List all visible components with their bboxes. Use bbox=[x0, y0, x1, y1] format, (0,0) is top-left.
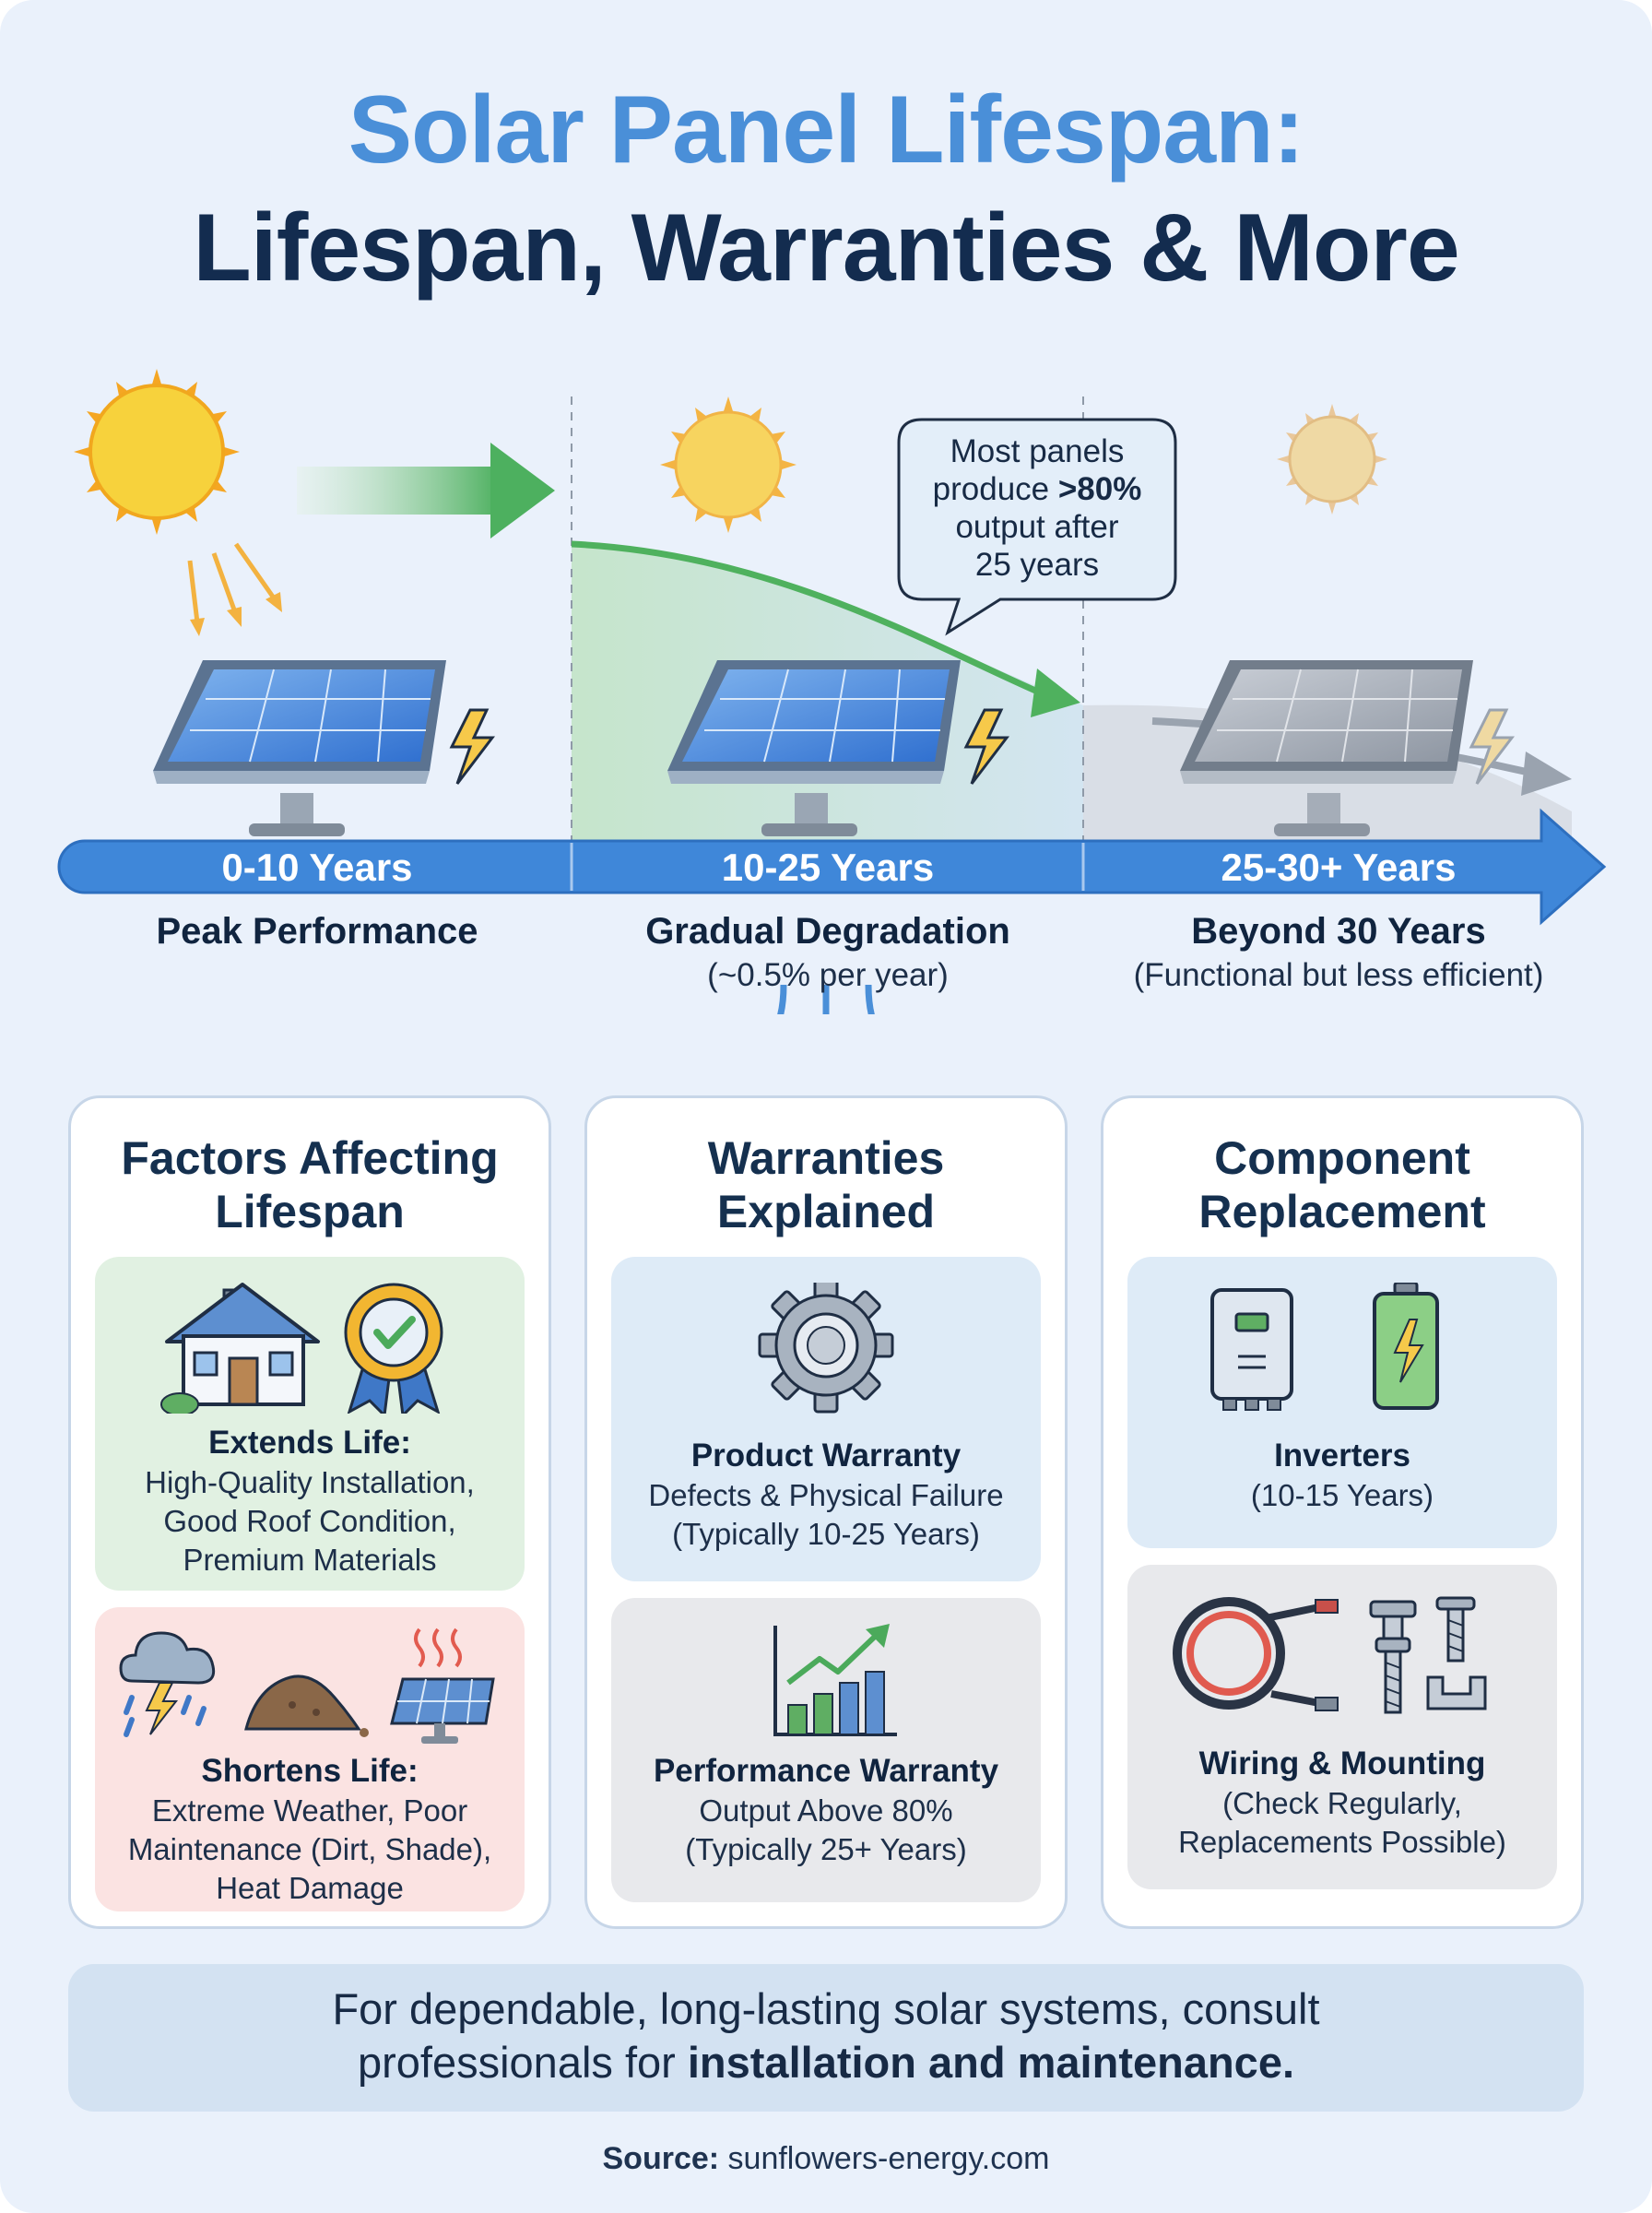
lightning-icon-faded bbox=[1469, 708, 1516, 785]
wiring-head: Wiring & Mounting bbox=[1198, 1746, 1486, 1781]
product-icons bbox=[758, 1283, 894, 1414]
shortens-life-text: Extreme Weather, Poor Maintenance (Dirt,… bbox=[127, 1793, 492, 1905]
shortens-life-box: Shortens Life: Extreme Weather, Poor Mai… bbox=[95, 1607, 525, 1911]
callout-line: 25 years bbox=[974, 547, 1100, 583]
solar-panel-peak bbox=[153, 660, 446, 836]
sun-icon-bright bbox=[74, 369, 240, 535]
callout-line: produce >80% bbox=[932, 471, 1142, 507]
extends-life-box: Extends Life: High-Quality Installation,… bbox=[95, 1257, 525, 1591]
stage-range-label: 10-25 Years bbox=[721, 846, 935, 889]
card-title: Factors Affecting Lifespan bbox=[121, 1132, 499, 1237]
stage-title: Beyond 30 Years bbox=[1191, 911, 1486, 952]
stage-title: Gradual Degradation bbox=[645, 911, 1010, 952]
inverters-text: (10-15 Years) bbox=[1250, 1478, 1434, 1512]
progress-arrowhead bbox=[490, 443, 555, 538]
card-factors: Factors Affecting Lifespan bbox=[68, 1095, 551, 1929]
wiring-text: (Check Regularly, Replacements Possible) bbox=[1178, 1786, 1506, 1859]
lightning-icon bbox=[963, 708, 1010, 785]
performance-icons bbox=[773, 1624, 897, 1736]
house-icon bbox=[160, 1283, 320, 1414]
wiring-box: Wiring & Mounting (Check Regularly, Repl… bbox=[1127, 1565, 1557, 1889]
extends-life-head: Extends Life: bbox=[208, 1425, 411, 1461]
stage-title: Peak Performance bbox=[156, 911, 478, 952]
inverter-icon bbox=[1210, 1288, 1293, 1411]
callout-line: output after bbox=[955, 509, 1119, 545]
card-title: Warranties Explained bbox=[707, 1132, 945, 1237]
product-warranty-box: Product Warranty Defects & Physical Fail… bbox=[611, 1257, 1041, 1581]
performance-warranty-box: Performance Warranty Output Above 80% (T… bbox=[611, 1598, 1041, 1902]
callout-text: Most panels produce >80% output after 25… bbox=[899, 420, 1175, 599]
inverters-head: Inverters bbox=[1274, 1438, 1410, 1473]
solar-panel-aged bbox=[1180, 660, 1473, 836]
decline-arrowhead bbox=[1521, 751, 1572, 796]
card-warranties: Warranties Explained bbox=[584, 1095, 1068, 1929]
timeline-illustration bbox=[57, 369, 1607, 1014]
footer-highlight: installation and maintenance. bbox=[687, 2038, 1295, 2087]
source-credit: Source: sunflowers-energy.com bbox=[0, 2141, 1652, 2177]
stage-range-label: 25-30+ Years bbox=[1221, 846, 1457, 889]
extends-life-text: High-Quality Installation, Good Roof Con… bbox=[145, 1465, 475, 1577]
growth-chart-icon bbox=[773, 1624, 897, 1736]
sun-rays bbox=[187, 542, 282, 636]
card-connectors bbox=[777, 984, 875, 1014]
sun-icon-medium bbox=[660, 396, 796, 533]
shortens-icons bbox=[119, 1627, 495, 1744]
title-line-1: Solar Panel Lifespan: bbox=[348, 77, 1305, 183]
cable-icon bbox=[1173, 1597, 1339, 1711]
degradation-curve bbox=[571, 540, 1044, 697]
footer-text: For dependable, long-lasting solar syste… bbox=[332, 1984, 1320, 2087]
battery-icon bbox=[1373, 1283, 1439, 1410]
stage-subtitle: (Functional but less efficient) bbox=[1133, 957, 1544, 993]
shortens-life-head: Shortens Life: bbox=[201, 1753, 419, 1789]
gear-icon bbox=[758, 1283, 894, 1414]
callout-line: Most panels bbox=[950, 433, 1125, 469]
extends-icons bbox=[160, 1283, 443, 1414]
performance-warranty-text: Output Above 80% (Typically 25+ Years) bbox=[685, 1793, 967, 1866]
product-warranty-head: Product Warranty bbox=[690, 1438, 962, 1473]
stage-range-label: 0-10 Years bbox=[221, 846, 413, 889]
wiring-icons bbox=[1173, 1596, 1487, 1714]
callout-bubble bbox=[897, 418, 1177, 636]
card-title: Component Replacement bbox=[1198, 1132, 1486, 1237]
stage-subtitle: (~0.5% per year) bbox=[707, 957, 949, 993]
callout-highlight: >80% bbox=[1057, 471, 1142, 507]
inverters-box: Inverters (10-15 Years) bbox=[1127, 1257, 1557, 1548]
solar-panel-mid bbox=[667, 660, 961, 836]
inverter-icons bbox=[1210, 1283, 1439, 1411]
dirt-pile-icon bbox=[244, 1675, 369, 1737]
hot-panel-icon bbox=[390, 1627, 495, 1744]
sun-icon-faded bbox=[1277, 404, 1387, 515]
storm-cloud-icon bbox=[119, 1631, 216, 1737]
source-value: sunflowers-energy.com bbox=[719, 2141, 1050, 2176]
product-warranty-text: Defects & Physical Failure (Typically 10… bbox=[648, 1478, 1004, 1551]
bolt-screw-icon bbox=[1369, 1596, 1487, 1714]
progress-arrow-shaft bbox=[297, 467, 500, 515]
performance-warranty-head: Performance Warranty bbox=[653, 1753, 999, 1789]
lightning-icon bbox=[449, 708, 496, 785]
footer-banner: For dependable, long-lasting solar syste… bbox=[68, 1964, 1584, 2112]
timeline-arrow bbox=[57, 808, 1607, 926]
source-label: Source: bbox=[602, 2141, 720, 2176]
card-components: Component Replacement bbox=[1101, 1095, 1584, 1929]
degradation-arrowhead bbox=[1031, 669, 1080, 717]
quality-badge-icon bbox=[344, 1283, 443, 1414]
title-line-2: Lifespan, Warranties & More bbox=[193, 195, 1459, 302]
